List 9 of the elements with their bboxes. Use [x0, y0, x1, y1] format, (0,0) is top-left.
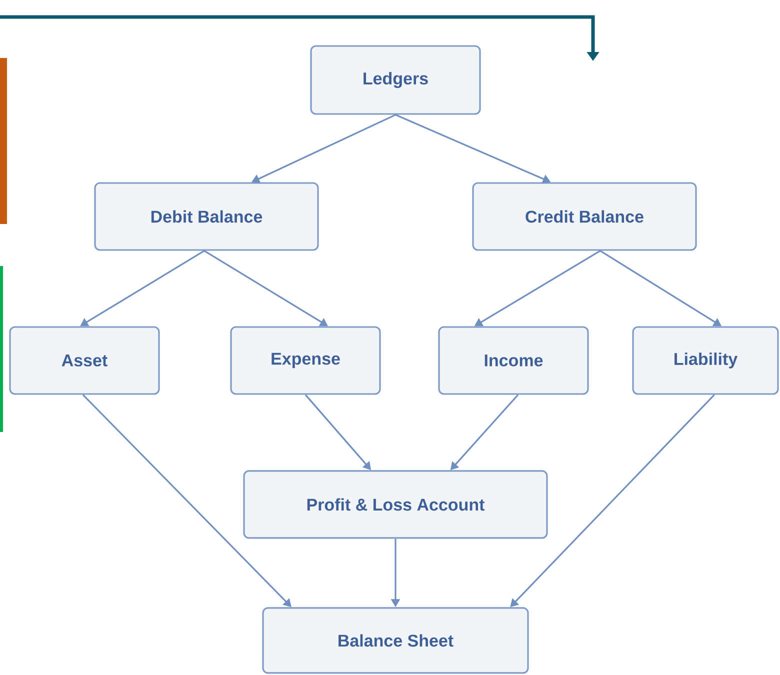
process-box: Income [438, 326, 589, 395]
process-box: Balance Sheet [262, 607, 529, 674]
process-box: Expense [230, 326, 381, 395]
process-box: Profit & Loss Account [243, 470, 548, 539]
process-box: Liability [632, 326, 779, 395]
process-box: Asset [9, 326, 160, 395]
process-box: Credit Balance [472, 182, 697, 251]
process-box: Ledgers [310, 45, 481, 115]
process-box: Debit Balance [94, 182, 319, 251]
